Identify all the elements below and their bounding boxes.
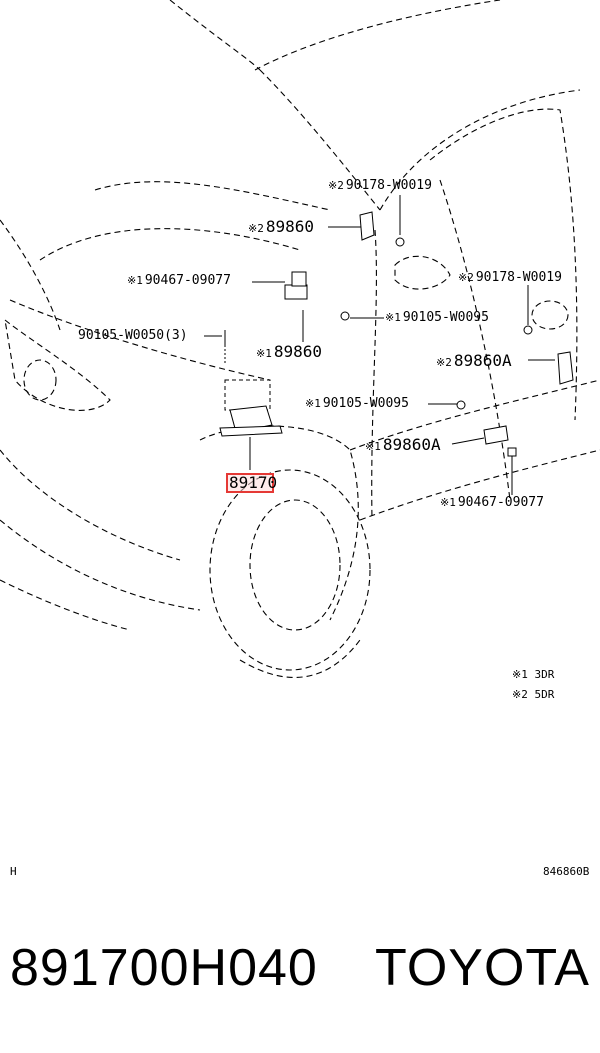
note-mark: ※1 (365, 440, 381, 453)
part-code: 89170 (229, 473, 278, 492)
car-front-line-drawing (0, 0, 600, 678)
part-label-89170[interactable]: 89170 (229, 474, 277, 492)
part-code: 90105-W0095 (402, 310, 489, 325)
footer-brand: TOYOTA (375, 939, 590, 997)
part-code: 90105-W0095 (322, 396, 409, 411)
diagram-reference-code: 846860B (543, 865, 590, 878)
diagram-corner-code-left: H (10, 865, 17, 878)
part-code: 89860 (265, 217, 315, 236)
part-code: 89860 (273, 342, 323, 361)
note-mark: ※1 (305, 397, 321, 410)
legend-line-1: ※1 3DR (512, 668, 555, 681)
footer-part-number: 891700H040 (10, 939, 318, 997)
note-mark: ※1 (127, 274, 143, 287)
note-mark: ※2 (328, 179, 344, 192)
note-mark: ※2 (248, 222, 264, 235)
note-mark: ※1 (440, 496, 456, 509)
part-code: 90105-W0050(3) (78, 328, 188, 343)
part-code: 90178-W0019 (475, 270, 562, 285)
leader-lines (204, 195, 555, 495)
part-code: 90467-09077 (144, 273, 231, 288)
part-code: 89860A (382, 435, 441, 454)
note-mark: ※2 (458, 271, 474, 284)
note-mark: ※1 (385, 311, 401, 324)
car-outline (0, 0, 600, 678)
note-mark: ※1 (256, 347, 272, 360)
part-icons (219, 211, 574, 457)
part-label-90105-w0050[interactable]: 90105-W0050(3) (78, 328, 188, 344)
part-code: 89860A (453, 351, 512, 370)
highlight-box-89170 (226, 473, 274, 493)
part-code: 90467-09077 (457, 495, 544, 510)
legend-line-2: ※2 5DR (512, 688, 555, 701)
note-mark: ※2 (436, 356, 452, 369)
part-code: 90178-W0019 (345, 178, 432, 193)
